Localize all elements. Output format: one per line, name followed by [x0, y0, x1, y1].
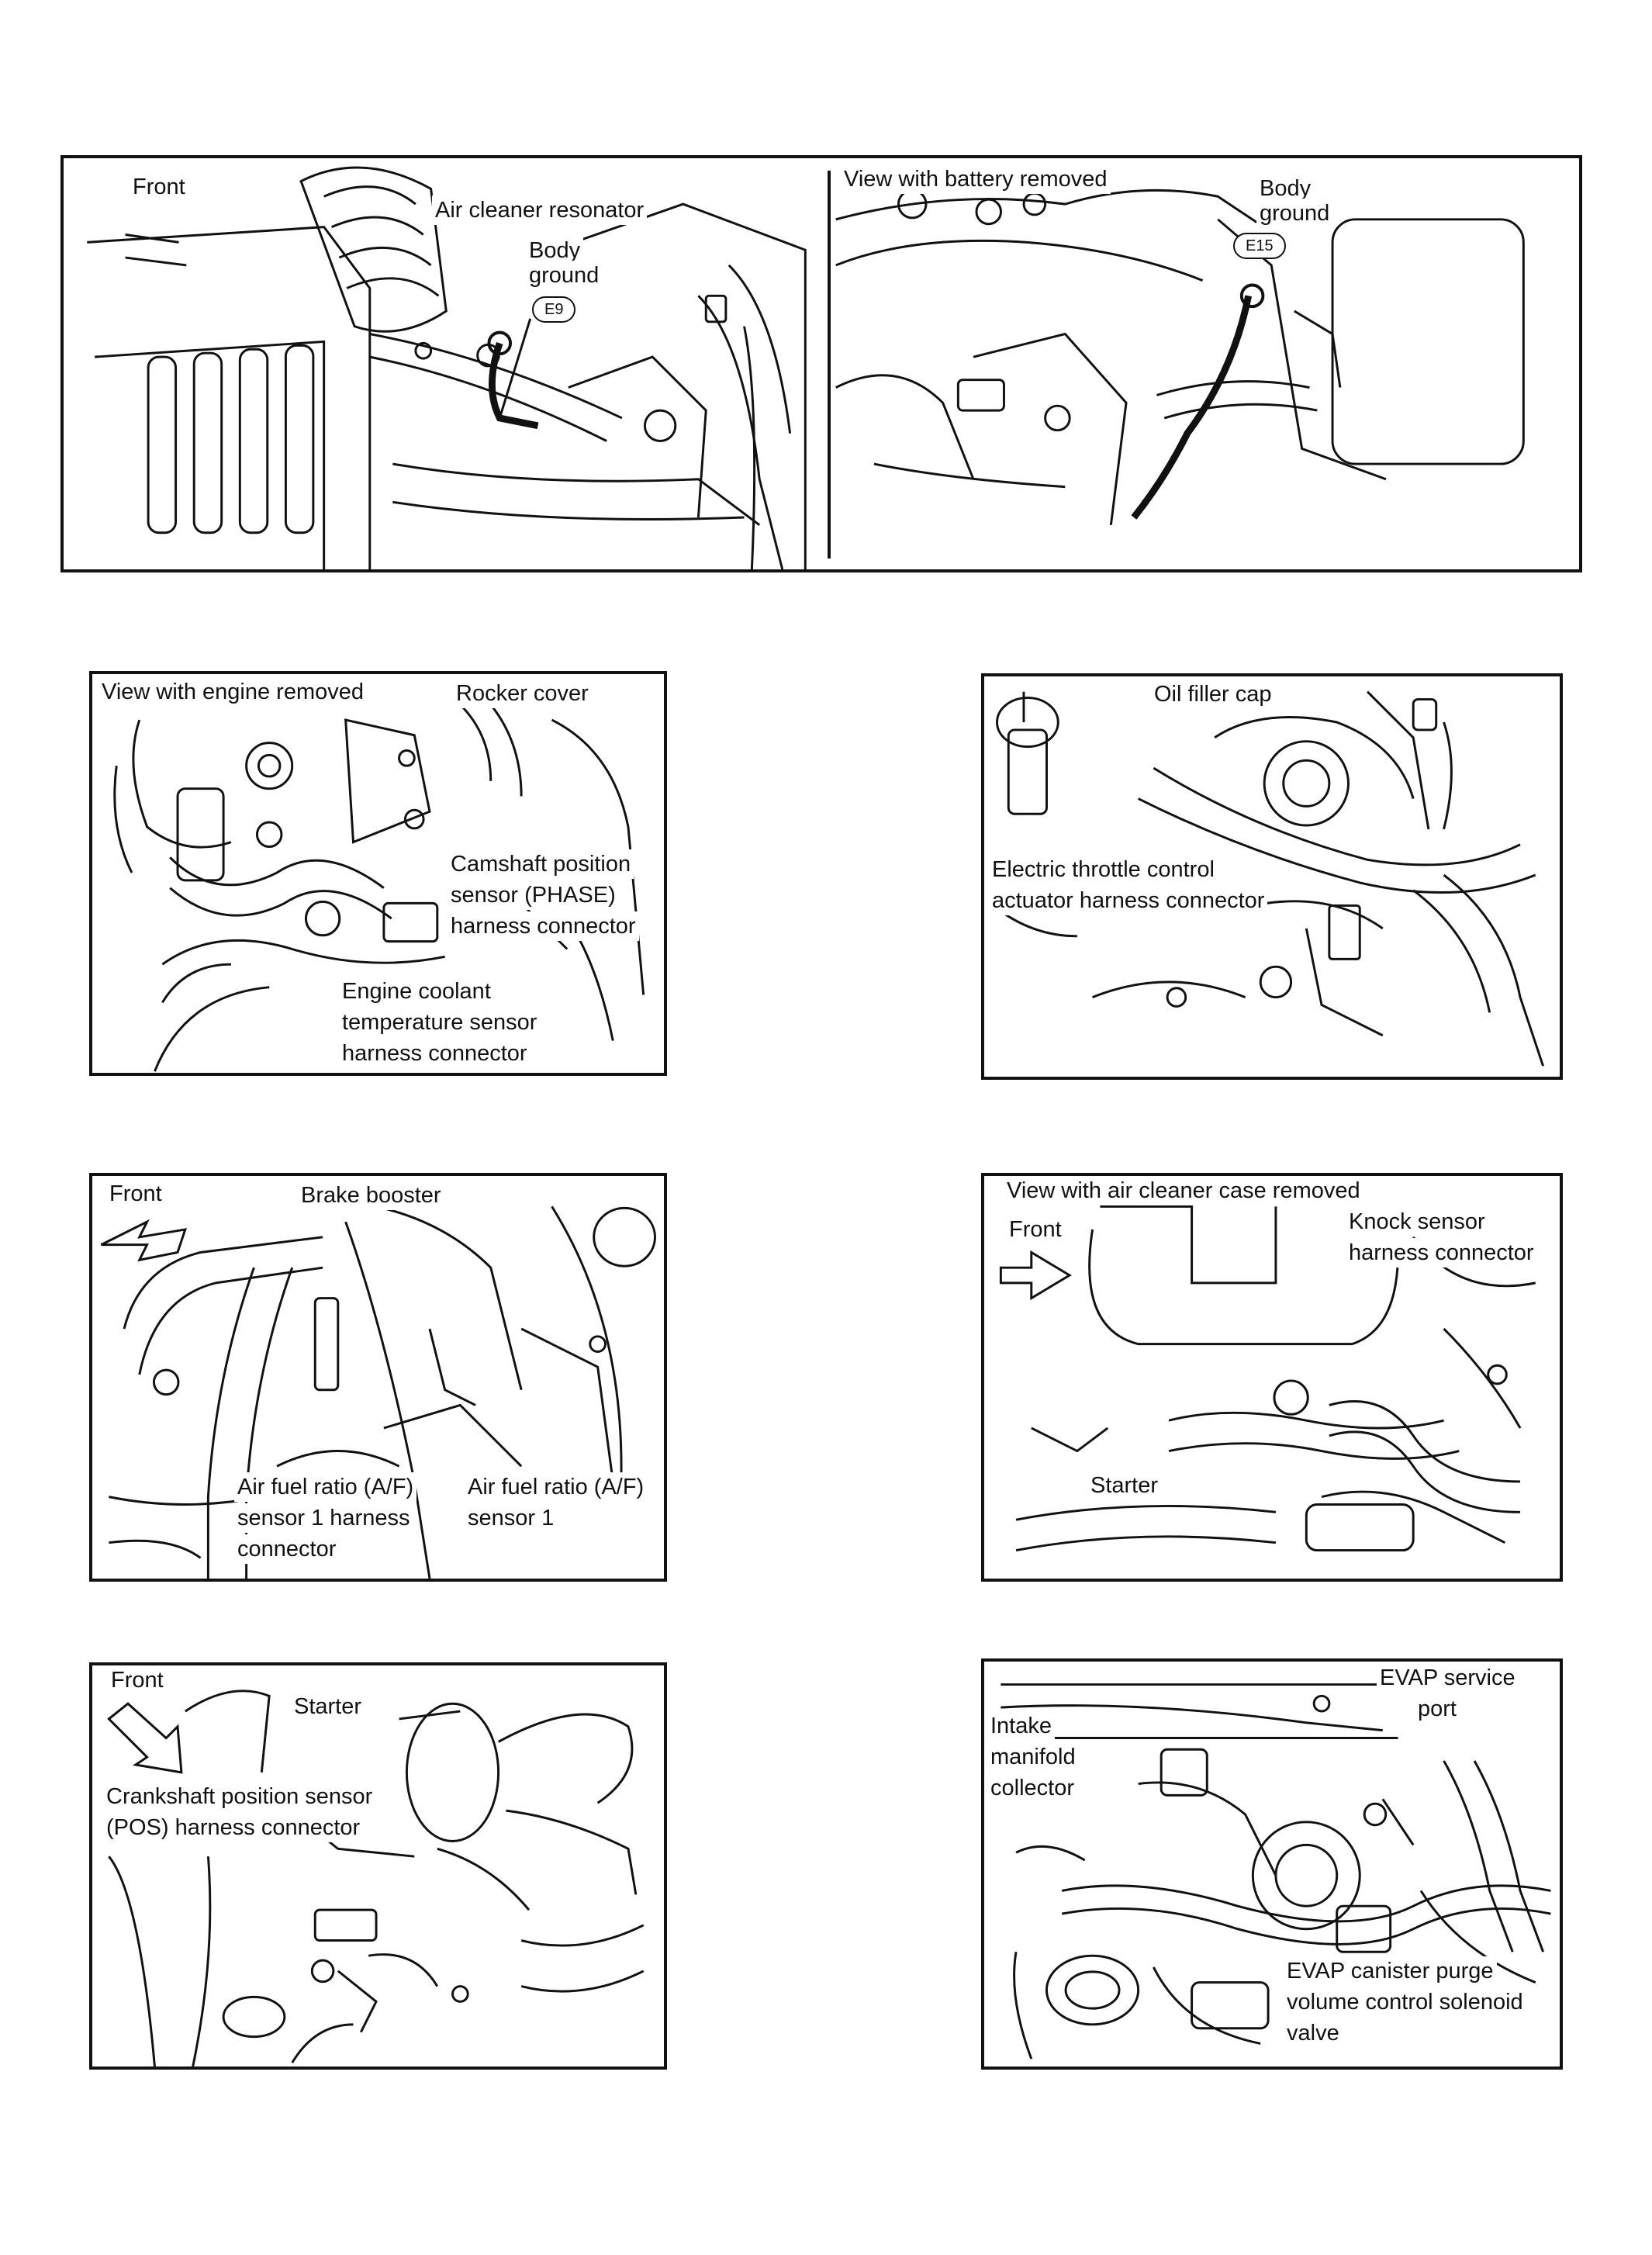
coolant-sensor-label-1: Engine coolant — [339, 977, 494, 1006]
panel-throttle-actuator: Oil filler cap Electric throttle control… — [981, 673, 1563, 1080]
panel-knock-sensor: View with air cleaner case removed Front… — [981, 1173, 1563, 1582]
starter-label: Starter — [1087, 1471, 1162, 1500]
evap-illustration — [1001, 1683, 1551, 2060]
af-sensor-illustration — [100, 1205, 656, 1579]
af-harness-label-1: Air fuel ratio (A/F) — [234, 1472, 417, 1502]
connector-badge-e9: E9 — [532, 296, 576, 323]
intake-manifold-label-1: Intake — [987, 1711, 1055, 1741]
camshaft-illustration — [113, 704, 645, 1072]
front-label: Front — [130, 172, 188, 202]
panel-evap-purge: EVAP service port Intake manifold collec… — [981, 1658, 1563, 2070]
camshaft-sensor-label-3: harness connector — [448, 911, 639, 941]
intake-manifold-label-2: manifold — [987, 1742, 1079, 1772]
body-ground-illustration — [87, 166, 1525, 569]
panel-divider — [828, 171, 831, 559]
evap-purge-valve-label-2: volume control solenoid — [1284, 1987, 1526, 2017]
intake-manifold-label-3: collector — [987, 1773, 1077, 1803]
front-label: Front — [1006, 1215, 1065, 1244]
panel-camshaft-sensor: View with engine removed Rocker cover Ca… — [89, 671, 667, 1076]
brake-booster-label: Brake booster — [298, 1181, 444, 1210]
evap-purge-valve-label-1: EVAP canister purge — [1284, 1956, 1497, 1986]
crankshaft-illustration — [107, 1690, 645, 2067]
evap-service-port-label-1: EVAP service — [1377, 1663, 1519, 1693]
af-sensor-label-1: Air fuel ratio (A/F) — [465, 1472, 648, 1502]
coolant-sensor-label-3: harness connector — [339, 1039, 531, 1068]
air-cleaner-removed-title: View with air cleaner case removed — [1004, 1176, 1363, 1205]
crankshaft-sensor-label-1: Crankshaft position sensor — [103, 1782, 376, 1811]
battery-removed-title: View with battery removed — [841, 164, 1111, 194]
throttle-actuator-label-2: actuator harness connector — [989, 886, 1268, 915]
panel-crankshaft-sensor: Front Starter Crankshaft position sensor… — [89, 1662, 667, 2070]
body-ground-label-right-line1: Body — [1256, 174, 1315, 203]
engine-removed-title: View with engine removed — [98, 677, 367, 707]
af-harness-label-2: sensor 1 harness — [234, 1503, 413, 1533]
connector-badge-e15: E15 — [1233, 233, 1286, 259]
camshaft-sensor-label-1: Camshaft position — [448, 849, 634, 879]
body-ground-label-line2: ground — [526, 261, 603, 290]
air-cleaner-resonator-label: Air cleaner resonator — [432, 195, 648, 225]
knock-sensor-label-1: Knock sensor — [1346, 1207, 1488, 1236]
coolant-sensor-label-2: temperature sensor — [339, 1008, 541, 1037]
starter-label: Starter — [291, 1692, 365, 1721]
knock-sensor-label-2: harness connector — [1346, 1238, 1537, 1268]
body-ground-label-right-line2: ground — [1256, 199, 1333, 228]
oil-filler-cap-label: Oil filler cap — [1151, 680, 1275, 709]
panel-body-ground: Front Air cleaner resonator Body ground … — [60, 155, 1582, 572]
throttle-actuator-label-1: Electric throttle control — [989, 855, 1218, 884]
af-harness-label-3: connector — [234, 1534, 340, 1564]
evap-purge-valve-label-3: valve — [1284, 2018, 1343, 2048]
knock-sensor-illustration — [999, 1205, 1536, 1552]
af-sensor-label-2: sensor 1 — [465, 1503, 558, 1533]
crankshaft-sensor-label-2: (POS) harness connector — [103, 1813, 364, 1842]
camshaft-sensor-label-2: sensor (PHASE) — [448, 880, 619, 910]
panel-af-sensor: Front Brake booster Air fuel ratio (A/F)… — [89, 1173, 667, 1582]
front-label: Front — [108, 1665, 167, 1695]
rocker-cover-label: Rocker cover — [453, 679, 592, 708]
body-ground-label-line1: Body — [526, 236, 584, 265]
front-label: Front — [106, 1179, 165, 1209]
evap-service-port-label-2: port — [1415, 1694, 1460, 1724]
